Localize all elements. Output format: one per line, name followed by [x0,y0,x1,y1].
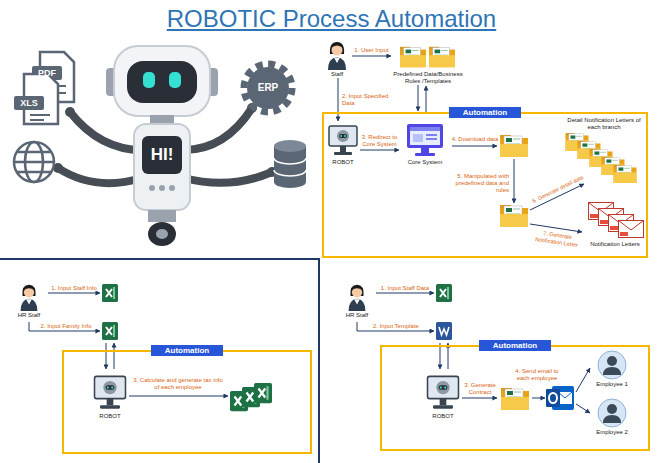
edge-label-wrap: 3. Redirect to Core System [358,134,402,148]
icon [592,350,632,380]
label-wrap: 3. Generate Contract [460,382,500,396]
icon [592,398,632,428]
node-label: ROBOT [326,159,360,166]
box-tab: Automation [479,340,551,351]
icon-node: ROBOT [326,122,360,166]
icon-node: ROBOT [426,372,460,420]
node-label: Predefined Data/Business Rules /Template… [392,71,464,85]
node-label: Notification Letters [584,241,646,248]
icon-node: Predefined Data/Business Rules /Template… [392,40,464,85]
page-title: ROBOTIC Process Automation [167,5,496,33]
step-label: 3. Calculate and generate tax info of ea… [130,377,226,391]
step-label: 3. Generate Contract [460,382,500,396]
icon-node: Employee 2 [592,398,632,436]
automation-box: AutomationROBOT [62,350,312,454]
connector [426,86,427,112]
edge-label: 3. Redirect to Core System [358,134,402,148]
node-label: ROBOT [93,413,127,420]
icon [93,372,127,412]
node-label: Detail Notification Letters of each bran… [562,117,646,131]
node-label: HR Staff [340,312,374,319]
icon-node: Notification Letters [584,200,646,248]
node-label: Core System [400,159,450,166]
step-label: 7. Generate Notification Letter [528,228,585,250]
icon-node: Staff [322,40,352,78]
node-icon [392,40,464,70]
edge-label: 1. User Input [354,47,388,54]
connector [352,56,391,57]
label-wrap: 2. Input Family Info [40,323,91,330]
label-wrap: 4. Download data [452,136,499,143]
icon-text: PDF [38,68,56,79]
robot-illustration [14,46,306,246]
step-label: 1. Input Staff Info [51,285,97,292]
icon-node: HR Staff [12,283,46,319]
node-icon [592,398,632,428]
icon-text: HI! [151,145,174,165]
label-wrap: 5. Manipulated with predefined data and … [447,173,509,194]
node-icon [93,372,127,412]
node-label: HR Staff [12,312,46,319]
icon-node: Core System [400,122,450,166]
step-label: 4. Download data [452,136,499,143]
section-divider [0,259,320,463]
node-icon [12,283,46,311]
node-label: Employee 1 [592,381,632,388]
icon [400,122,450,158]
automation-box: AutomationROBOTEmployee 1Employee 2 [380,345,650,451]
file-icons [102,135,574,411]
icon-text: ERP [258,82,279,94]
icon-node: ROBOT [93,372,127,420]
icon-node: Employee 1 [592,350,632,388]
connector [418,85,419,111]
icon [322,40,352,70]
title-wrap: ROBOTIC Process Automation [0,5,663,33]
label-wrap: XLS [20,98,38,109]
step-label: 4. Send email to each employee [508,368,566,382]
label-wrap: PDF [38,68,56,79]
connector [338,78,339,121]
node-icon [584,200,646,240]
node-icon [592,350,632,380]
node-icon [322,40,352,70]
icon [12,283,46,311]
label-wrap: 1. Input Staff Info [51,285,97,292]
label-wrap: ERP [258,82,279,94]
flow-graphics [29,146,590,413]
step-label: 2. Input Family Info [40,323,91,330]
icon-node: HR Staff [340,283,374,319]
box-tab: Automation [449,107,521,118]
label-wrap: 6. Generate detail data [531,174,584,205]
label-wrap: HI! [151,145,174,165]
icon [584,200,646,240]
step-label: 2. Input Template [373,323,419,330]
label-wrap: 3. Calculate and generate tax info of ea… [130,377,226,391]
icon-text: XLS [20,98,38,109]
step-label: 5. Manipulated with predefined data and … [447,173,509,194]
node-icon [340,283,374,311]
step-label: 1. Input Staff Data [381,285,429,292]
step-label: 6. Generate detail data [531,174,584,205]
edge-label-wrap: 1. User Input [354,47,388,54]
label-wrap: 4. Send email to each employee [508,368,566,382]
icon [392,40,464,70]
node-label: Staff [322,71,352,78]
icon [340,283,374,311]
connector [360,150,399,151]
node-icon [426,372,460,412]
node-label: ROBOT [426,413,460,420]
edge-label-wrap: 2. Input Specified Data [342,93,394,107]
node-label: Employee 2 [592,429,632,436]
label-wrap: 2. Input Template [373,323,419,330]
icon [426,372,460,412]
label-wrap: 7. Generate Notification Letter [528,228,585,250]
icon [326,122,360,158]
label-wrap: 1. Input Staff Data [381,285,429,292]
edge-label: 2. Input Specified Data [342,93,394,107]
node-icon [326,122,360,158]
box-tab: Automation [151,345,223,356]
node-icon [400,122,450,158]
